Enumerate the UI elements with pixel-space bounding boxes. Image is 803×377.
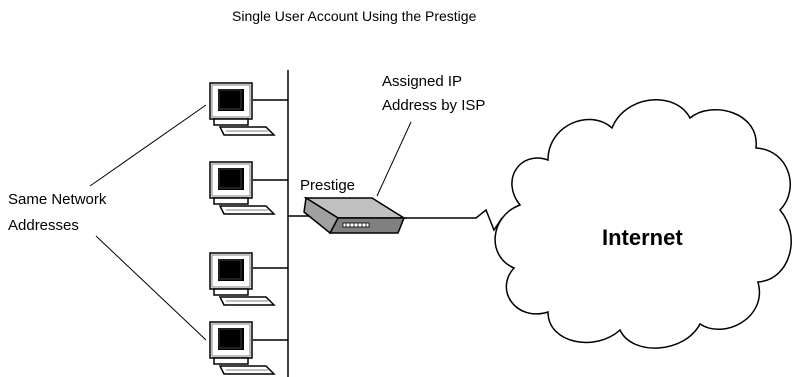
internet-label: Internet: [602, 225, 683, 250]
prestige-router-icon: [303, 196, 407, 235]
pointer-line: [89, 104, 207, 187]
pointer-line: [376, 121, 412, 197]
internet-cloud-icon: [494, 99, 792, 349]
computer-icon: [209, 252, 275, 306]
computer-icon: [209, 82, 275, 136]
same-network-label-line2: Addresses: [8, 217, 79, 234]
assigned-ip-label-line2: Address by ISP: [382, 97, 485, 114]
pointer-line: [95, 235, 207, 341]
diagram-title: Single User Account Using the Prestige: [232, 8, 477, 24]
computer-icon: [209, 161, 275, 215]
assigned-ip-label-line1: Assigned IP: [382, 73, 462, 90]
prestige-label: Prestige: [300, 177, 355, 194]
computer-icon: [209, 321, 275, 375]
same-network-label-line1: Same Network: [8, 191, 107, 208]
